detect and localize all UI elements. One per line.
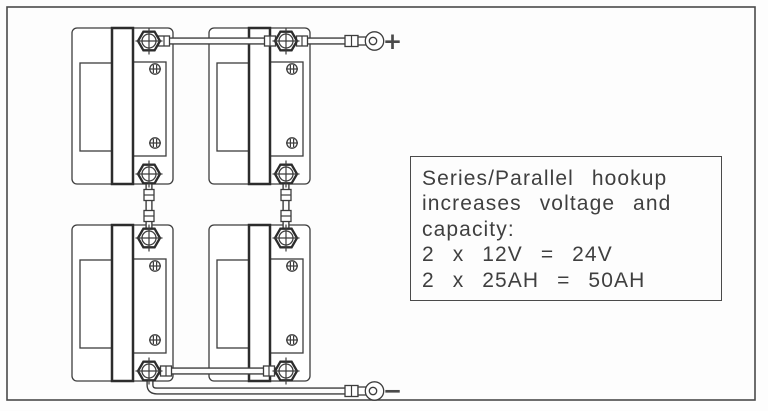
annotation-box: Series/Parallel hookup increases voltage… — [410, 156, 722, 301]
plus-icon: + — [383, 29, 402, 55]
battery-top-left — [72, 28, 173, 184]
battery-bottom-left — [72, 225, 173, 381]
annotation-line-1: Series/Parallel hookup — [422, 167, 668, 190]
annotation-line-5: 2 x 25AH = 50AH — [422, 268, 646, 292]
annotation-line-2: increases voltage and — [422, 192, 672, 216]
battery-top-right — [209, 28, 310, 184]
ferrule — [280, 188, 292, 202]
ferrule — [143, 209, 155, 223]
positive-ring-lug — [344, 31, 385, 51]
negative-ring-lug — [344, 381, 385, 401]
ferrule — [280, 209, 292, 223]
negative-output-cable — [146, 377, 347, 395]
battery-bottom-right — [209, 225, 310, 381]
annotation-line-4: 2 x 12V = 24V — [422, 243, 613, 267]
ferrule — [143, 188, 155, 202]
annotation-line-3: capacity: — [422, 217, 515, 241]
drawing-frame — [6, 6, 756, 401]
minus-icon: − — [383, 379, 402, 405]
